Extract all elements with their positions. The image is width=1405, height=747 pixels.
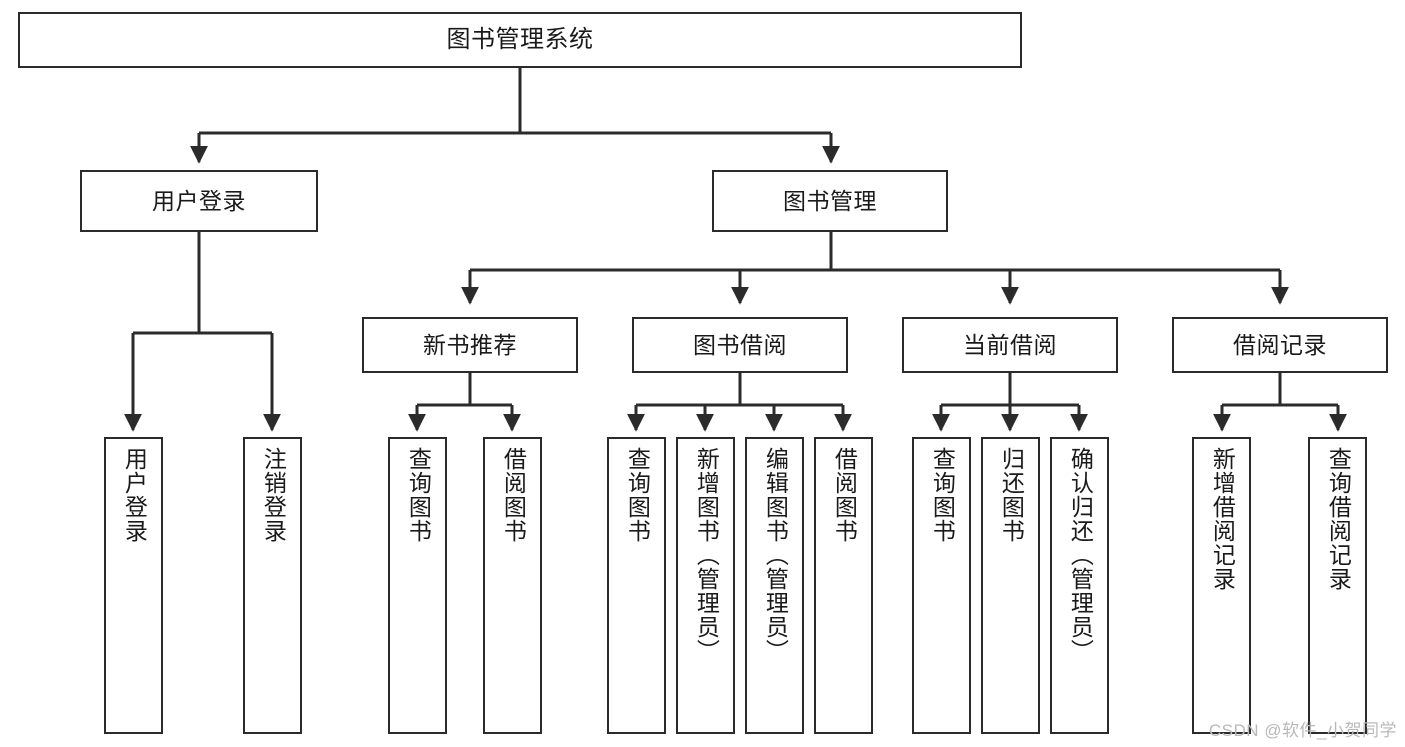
node-label: 确认归还（管理员） [1067, 447, 1094, 663]
leaf-query-borrow-record[interactable]: 查询借阅记录 [1308, 437, 1367, 734]
leaf-query-books-borrow[interactable]: 查询图书 [607, 437, 666, 734]
leaf-edit-book-admin[interactable]: 编辑图书（管理员） [745, 437, 804, 734]
node-label: 借阅记录 [1233, 331, 1327, 358]
leaf-user-login[interactable]: 用户登录 [104, 437, 163, 734]
leaf-borrow-books[interactable]: 借阅图书 [814, 437, 873, 734]
node-label: 新增借阅记录 [1209, 447, 1236, 591]
leaf-query-books-recommend[interactable]: 查询图书 [388, 437, 447, 734]
leaf-add-book-admin[interactable]: 新增图书（管理员） [676, 437, 735, 734]
node-book-management[interactable]: 图书管理 [712, 170, 948, 232]
node-label: 借阅图书 [831, 447, 858, 543]
node-label: 注销登录 [260, 447, 287, 543]
node-label: 新增图书（管理员） [693, 447, 720, 663]
node-book-borrowing[interactable]: 图书借阅 [632, 317, 848, 373]
node-label: 图书管理系统 [446, 26, 594, 54]
node-label: 查询借阅记录 [1325, 447, 1352, 591]
node-label: 当前借阅 [963, 331, 1057, 358]
node-borrowing-records[interactable]: 借阅记录 [1172, 317, 1388, 373]
leaf-borrow-books-recommend[interactable]: 借阅图书 [483, 437, 542, 734]
node-user-login[interactable]: 用户登录 [80, 170, 318, 232]
leaf-add-borrow-record[interactable]: 新增借阅记录 [1192, 437, 1251, 734]
node-current-borrowing[interactable]: 当前借阅 [902, 317, 1118, 373]
leaf-return-books[interactable]: 归还图书 [981, 437, 1040, 734]
node-label: 图书借阅 [693, 331, 787, 358]
node-label: 查询图书 [624, 447, 651, 543]
node-label: 查询图书 [929, 447, 956, 543]
node-root-system[interactable]: 图书管理系统 [18, 12, 1022, 68]
node-label: 借阅图书 [500, 447, 527, 543]
node-label: 查询图书 [405, 447, 432, 543]
leaf-logout[interactable]: 注销登录 [243, 437, 302, 734]
node-label: 用户登录 [152, 187, 246, 214]
watermark: CSDN @软件_小贺同学 [1208, 721, 1397, 740]
leaf-confirm-return-admin[interactable]: 确认归还（管理员） [1050, 437, 1109, 734]
node-label: 归还图书 [998, 447, 1025, 543]
node-label: 新书推荐 [423, 331, 517, 358]
node-new-book-recommendation[interactable]: 新书推荐 [362, 317, 578, 373]
node-label: 编辑图书（管理员） [762, 447, 789, 663]
node-label: 图书管理 [783, 187, 877, 214]
node-label: 用户登录 [121, 447, 148, 543]
leaf-query-books-current[interactable]: 查询图书 [912, 437, 971, 734]
